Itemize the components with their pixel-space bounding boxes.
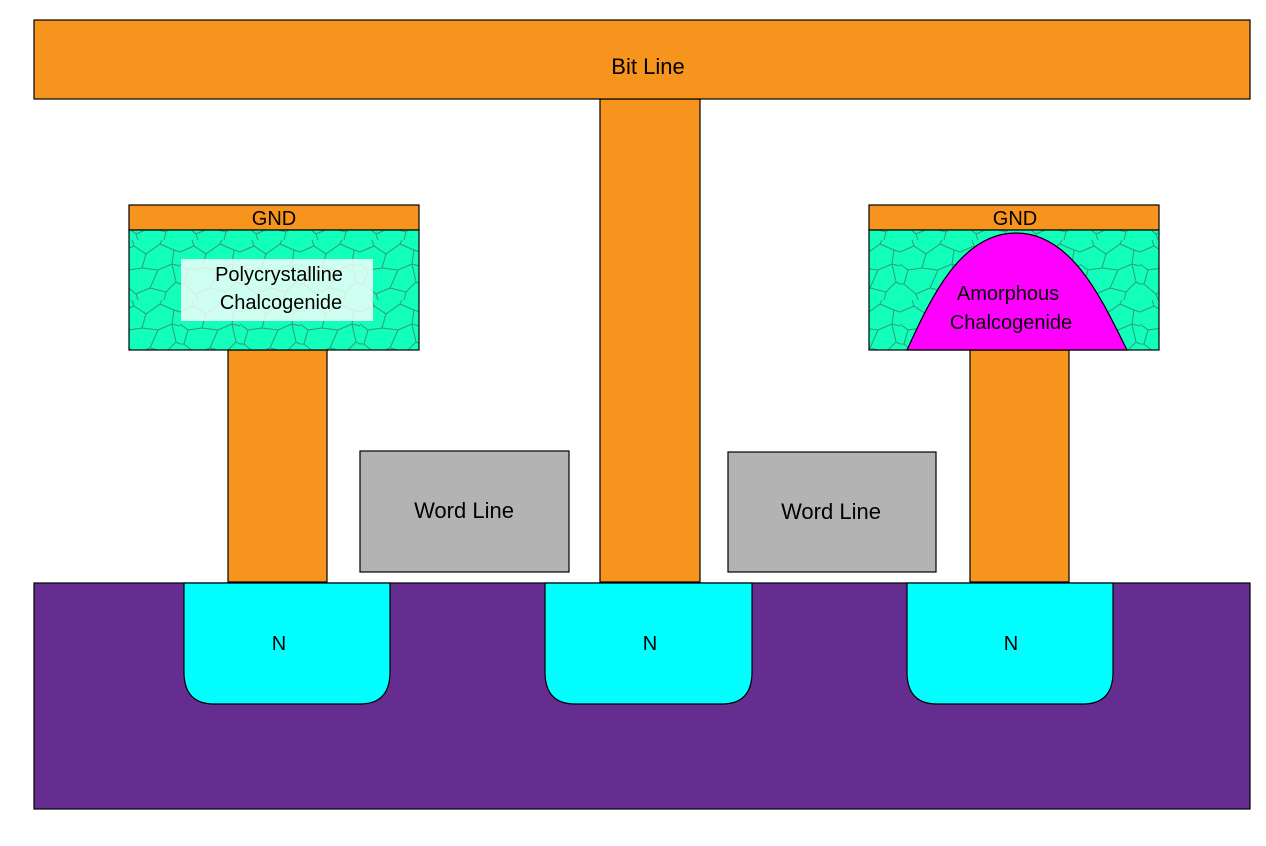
right-amorphous-dome <box>906 232 1128 351</box>
right-memory-cell: GND Amorphous Chalcogenide <box>868 204 1160 351</box>
center-contact <box>599 98 701 583</box>
word-line-2-label: Word Line <box>781 499 881 524</box>
n-well-3: N <box>906 582 1114 705</box>
left-gnd-label: GND <box>252 208 296 230</box>
right-gnd-electrode <box>868 204 1160 231</box>
word-line-2: Word Line <box>727 451 937 573</box>
right-gnd-label: GND <box>993 208 1037 230</box>
left-material-label-box <box>181 259 373 321</box>
bit-line: Bit Line <box>33 19 1251 100</box>
left-memory-cell: GND Polycrystalline Chalcogenide <box>128 204 420 351</box>
word-line-1: Word Line <box>359 450 570 573</box>
n-well-2: N <box>544 582 753 705</box>
n-well-3-label: N <box>1004 633 1018 655</box>
n-well-1-label: N <box>272 633 286 655</box>
right-material-label-line1: Amorphous <box>957 283 1059 305</box>
n-well-2-label: N <box>643 633 657 655</box>
bit-line-label: Bit Line <box>611 54 684 79</box>
n-well-1: N <box>183 582 391 705</box>
left-contact <box>227 349 328 583</box>
right-contact <box>969 349 1070 583</box>
right-material-label-line2: Chalcogenide <box>950 312 1072 334</box>
word-line-1-label: Word Line <box>414 498 514 523</box>
left-material-label-line1: Polycrystalline <box>215 264 343 286</box>
left-material-label-line2: Chalcogenide <box>220 292 342 314</box>
